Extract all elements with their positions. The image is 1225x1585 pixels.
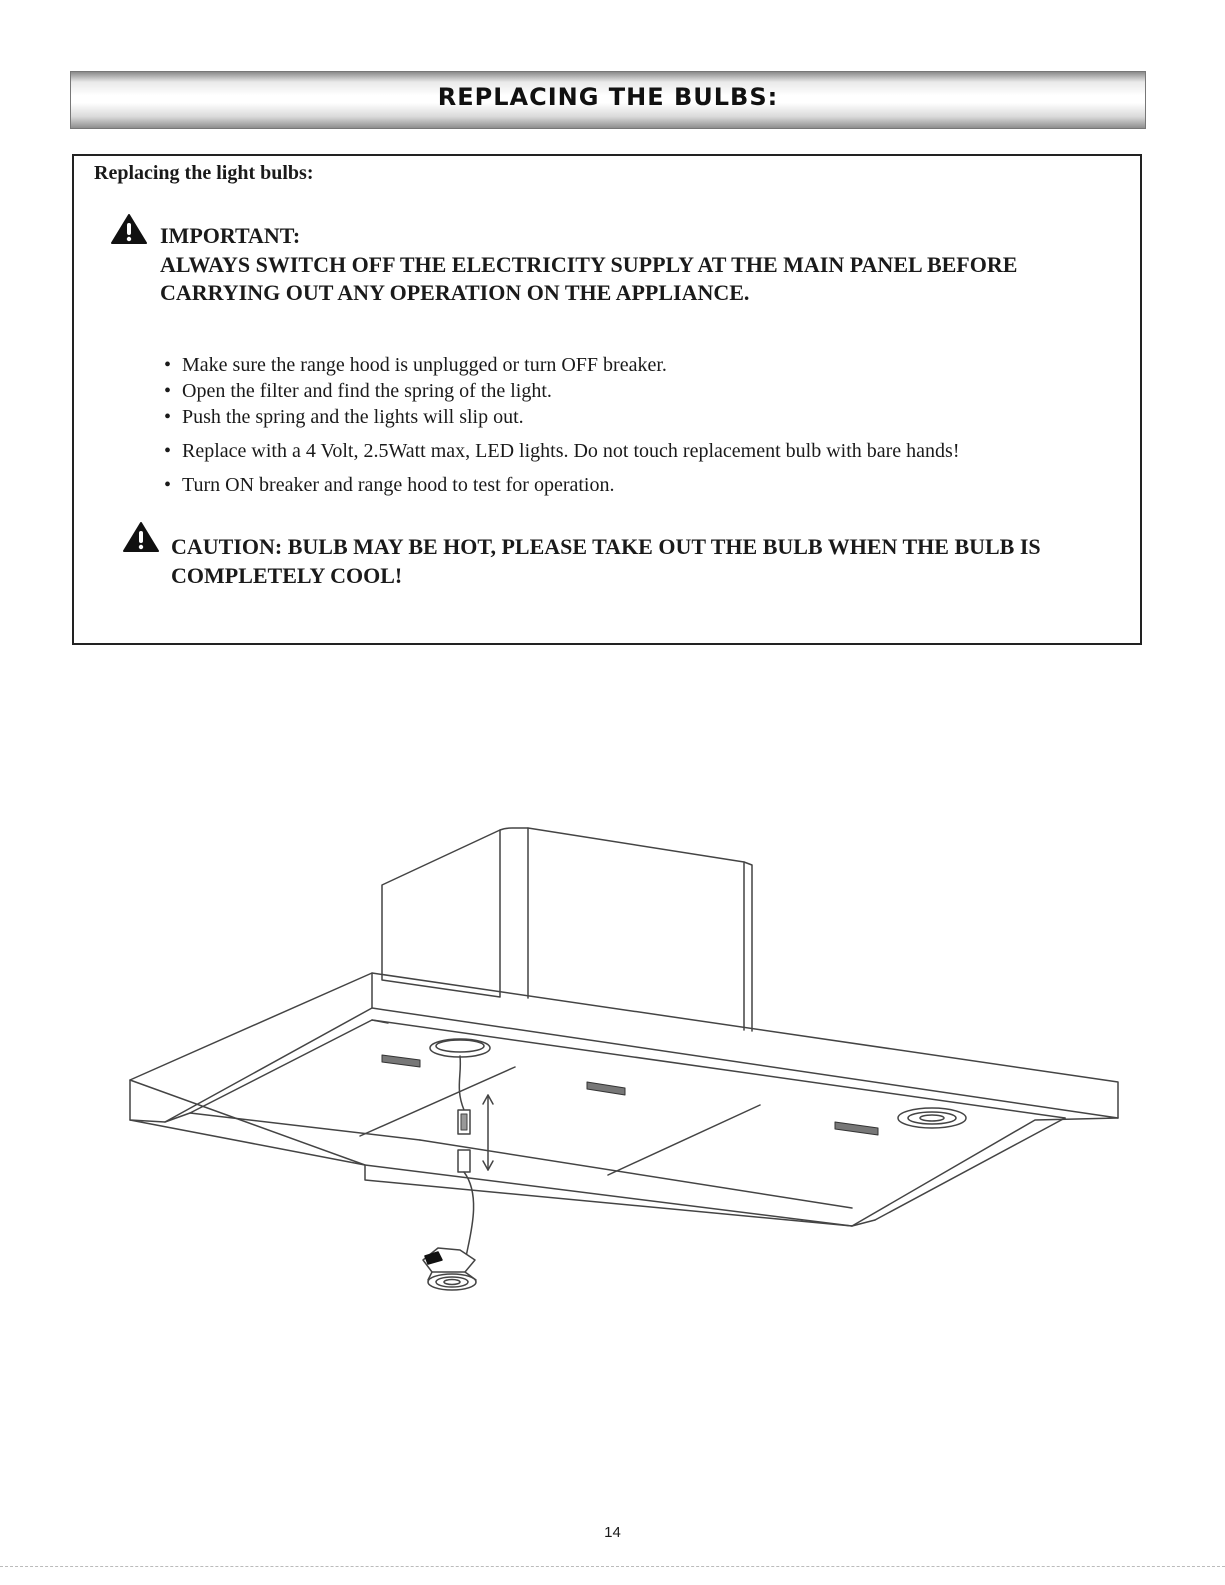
- warning-triangle-icon: [111, 214, 147, 244]
- bottom-divider: [0, 1566, 1225, 1567]
- list-item: Push the spring and the lights will slip…: [164, 406, 959, 440]
- list-item: Replace with a 4 Volt, 2.5Watt max, LED …: [164, 440, 959, 474]
- step-list: Make sure the range hood is unplugged or…: [164, 354, 959, 500]
- removed-bulb: [422, 1247, 477, 1291]
- list-item: Open the filter and find the spring of t…: [164, 380, 959, 406]
- section-heading: Replacing the light bulbs:: [94, 162, 314, 184]
- list-item: Turn ON breaker and range hood to test f…: [164, 474, 959, 500]
- warning-triangle-icon: [123, 522, 159, 552]
- bulb-connector-wire: [457, 1055, 494, 1266]
- hood-chimney: [381, 827, 753, 1032]
- range-hood-diagram: [129, 827, 1119, 1291]
- hood-light-fixtures: [429, 1038, 967, 1129]
- important-label: IMPORTANT:: [160, 223, 301, 248]
- section-header-bar: REPLACING THE BULBS:: [70, 71, 1146, 129]
- page-title: REPLACING THE BULBS:: [437, 83, 779, 111]
- caution-warning-text: CAUTION: BULB MAY BE HOT, PLEASE TAKE OU…: [171, 534, 1041, 588]
- list-item: Make sure the range hood is unplugged or…: [164, 354, 959, 380]
- hood-canopy: [129, 972, 1119, 1227]
- page-number: 14: [604, 1524, 621, 1541]
- important-warning-text: ALWAYS SWITCH OFF THE ELECTRICITY SUPPLY…: [160, 252, 1018, 305]
- hood-vent-slots: [381, 1054, 879, 1136]
- instructions-box: Replacing the light bulbs: IMPORTANT: AL…: [72, 154, 1142, 645]
